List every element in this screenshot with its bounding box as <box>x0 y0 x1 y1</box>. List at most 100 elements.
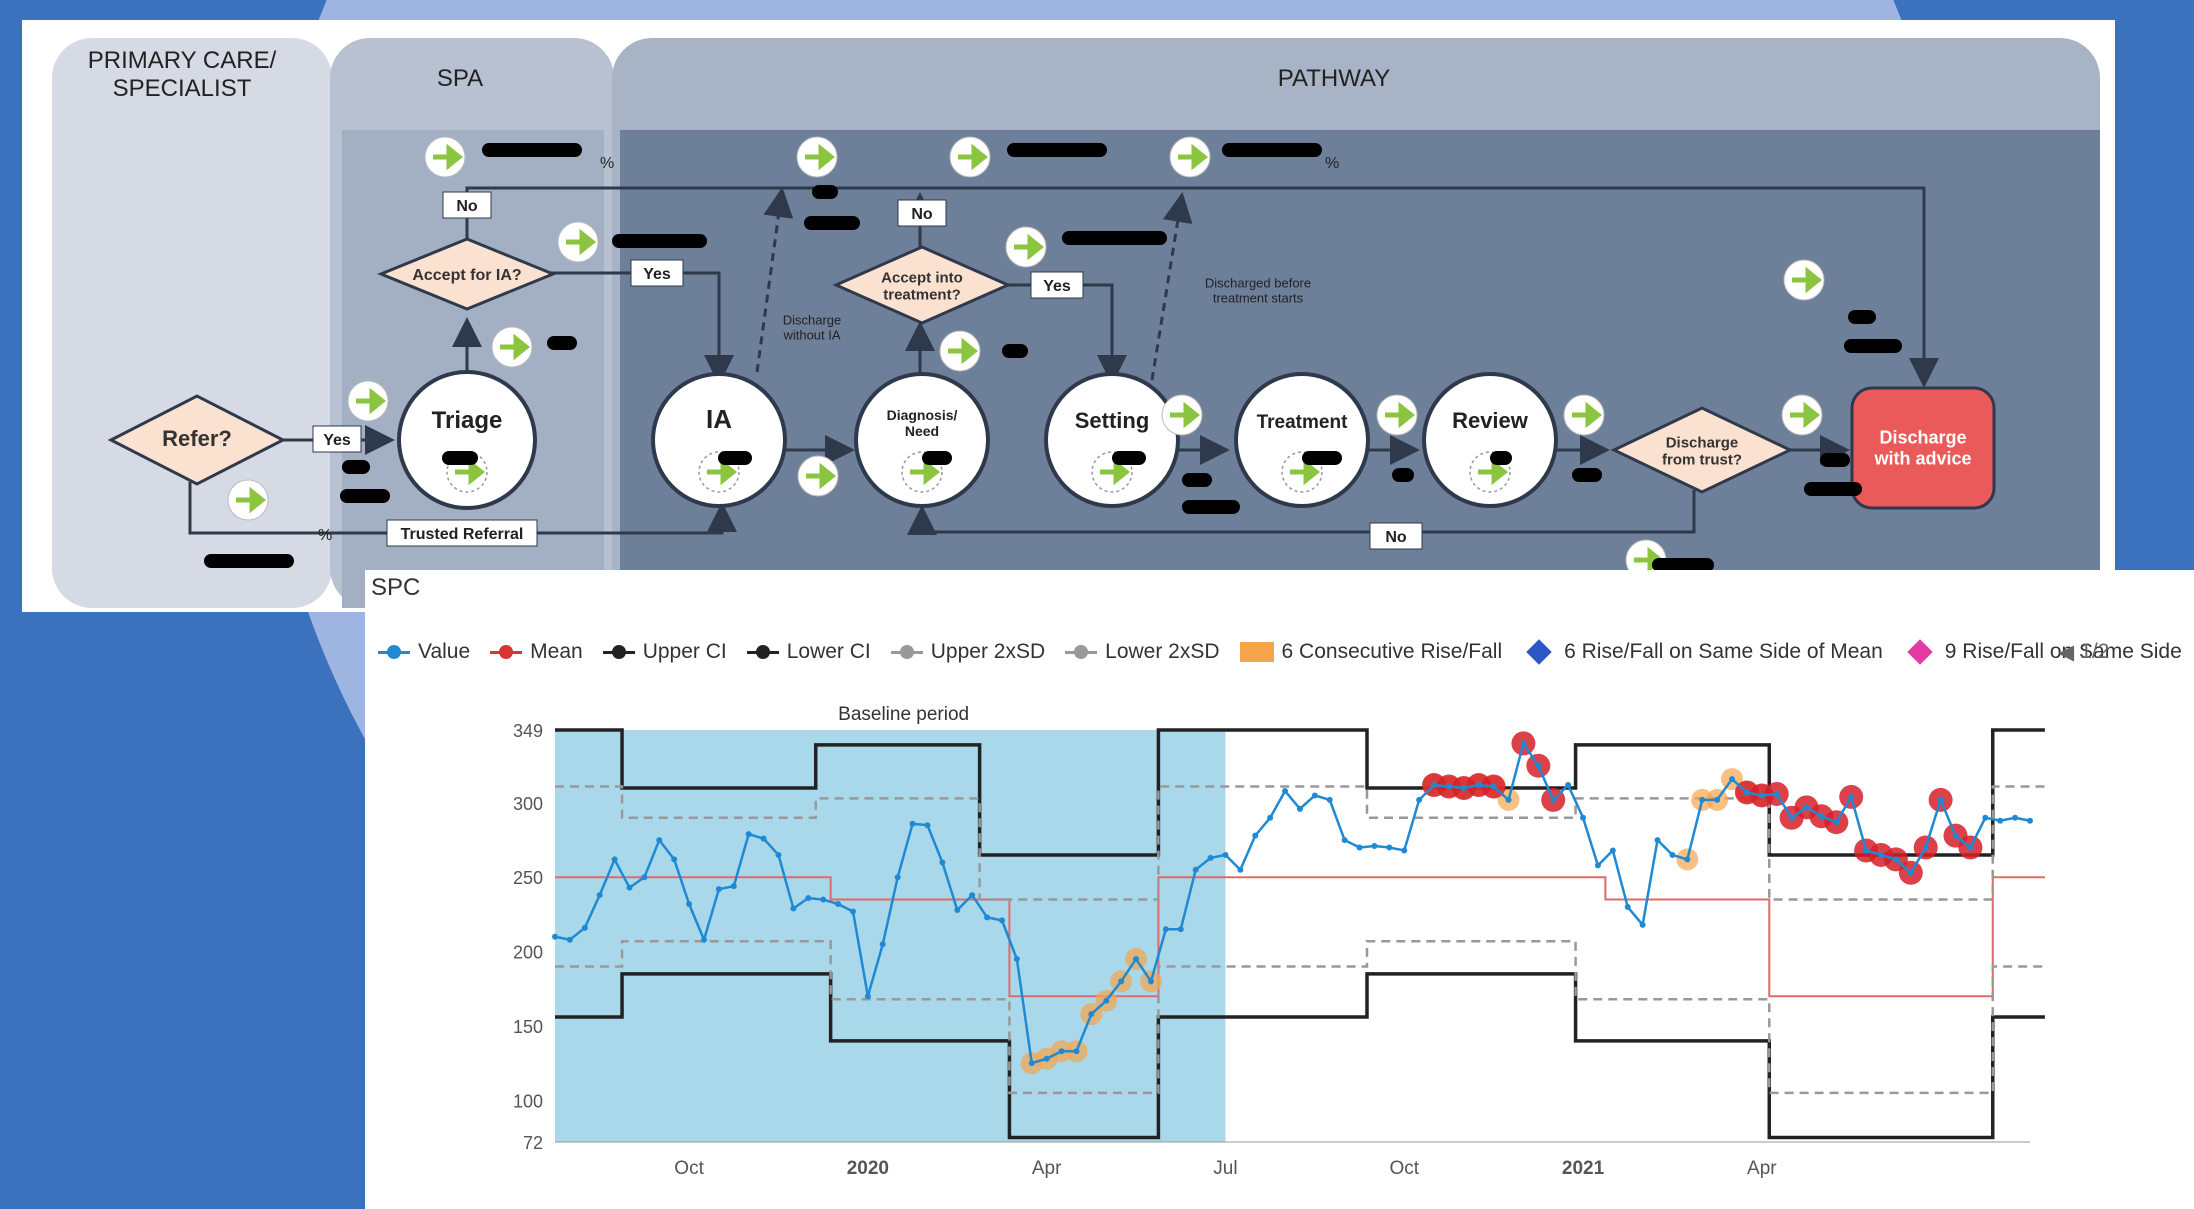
node-triage-arrow-icon <box>455 458 486 486</box>
arrow-right-icon <box>500 333 531 361</box>
redaction-24 <box>1112 451 1146 465</box>
redaction-1 <box>612 234 707 248</box>
value-point <box>1326 796 1333 803</box>
redaction-0 <box>482 143 582 157</box>
value-point <box>581 924 588 931</box>
value-point <box>1937 796 1944 803</box>
value-point <box>849 908 856 915</box>
value-point <box>1818 813 1825 820</box>
value-point <box>566 936 573 943</box>
label-yes-accept-treatment <box>1030 271 1084 299</box>
redaction-8 <box>1007 143 1107 157</box>
legend-item[interactable]: Mean <box>490 640 583 664</box>
value-point <box>1043 1055 1050 1062</box>
value-point <box>984 914 991 921</box>
node-setting <box>1044 372 1180 508</box>
value-point <box>1594 862 1601 869</box>
value-point <box>686 901 693 908</box>
value-point <box>1907 869 1914 876</box>
value-point <box>1773 790 1780 797</box>
arrow-right-icon <box>1792 266 1823 294</box>
legend-label: 6 Consecutive Rise/Fall <box>1281 640 1503 663</box>
arrow-right-icon <box>1178 143 1209 171</box>
value-point <box>1967 844 1974 851</box>
redaction-19 <box>1804 482 1862 496</box>
value-point <box>1177 926 1184 933</box>
redaction-17 <box>1844 339 1902 353</box>
lane-title-primary: PRIMARY CARE/SPECIALIST <box>88 47 277 102</box>
node-ia-arrow-icon <box>707 458 738 486</box>
y-tick-label: 349 <box>513 721 543 741</box>
legend-label: 6 Rise/Fall on Same Side of Mean <box>1564 640 1883 663</box>
x-tick-label: Oct <box>1389 1158 1419 1179</box>
lane-title-spa: SPA <box>437 65 483 92</box>
label-no-accept-treatment-text: No <box>911 206 933 223</box>
lane-primary-care <box>52 38 332 608</box>
value-point <box>1848 793 1855 800</box>
value-point <box>611 856 618 863</box>
node-diagnosis <box>854 372 990 508</box>
label-no-accept-ia-text: No <box>456 198 478 215</box>
label-no-accept-ia <box>442 191 492 219</box>
arrow-right-icon <box>236 486 267 514</box>
arrow-right-icon <box>356 387 387 415</box>
x-tick-label: Jul <box>1213 1158 1237 1179</box>
value-point <box>1892 856 1899 863</box>
legend-label: Lower 2xSD <box>1105 640 1220 663</box>
legend-item[interactable]: Lower 2xSD <box>1065 640 1220 664</box>
value-point <box>1341 837 1348 844</box>
value-point <box>1088 1011 1095 1018</box>
value-point <box>775 851 782 858</box>
arrow-right-icon <box>958 143 989 171</box>
node-review-arrow-icon <box>1478 458 1509 486</box>
value-point <box>969 892 976 899</box>
node-accept-ia-label: Accept for IA? <box>412 267 521 284</box>
legend-item[interactable]: 6 Rise/Fall on Same Side of Mean <box>1522 639 1883 665</box>
chevron-left-icon[interactable]: ◀ <box>2058 641 2075 664</box>
legend-swatch <box>746 644 779 660</box>
node-setting-label: Setting <box>1075 408 1150 433</box>
page-indicator: 1/2 <box>2080 640 2110 663</box>
value-point <box>1311 792 1318 799</box>
value-point <box>1445 783 1452 790</box>
y-tick-label: 72 <box>523 1133 543 1153</box>
value-point <box>1460 785 1467 792</box>
arrow-right-icon <box>805 143 836 171</box>
value-point <box>1535 762 1542 769</box>
value-point <box>1490 783 1497 790</box>
value-point <box>1267 814 1274 821</box>
value-point <box>1192 866 1199 873</box>
legend-item[interactable]: 6 Consecutive Rise/Fall <box>1239 640 1503 664</box>
percent-sign-2: % <box>318 527 332 544</box>
percent-sign-1: % <box>1325 155 1339 172</box>
value-point <box>700 936 707 943</box>
legend-pager[interactable]: ◀ 1/2 <box>2058 640 2109 665</box>
legend-item[interactable]: Lower CI <box>746 640 871 664</box>
value-point <box>1684 856 1691 863</box>
arrow-right-icon <box>1790 401 1821 429</box>
value-point <box>1133 956 1140 963</box>
redaction-22 <box>718 451 752 465</box>
series-mean <box>555 876 2045 998</box>
lane-title-pathway: PATHWAY <box>1278 65 1390 92</box>
redaction-16 <box>1848 310 1876 324</box>
redaction-12 <box>1182 473 1212 487</box>
legend-item[interactable]: Upper CI <box>602 640 727 664</box>
label-yes-accept-ia-text: Yes <box>643 266 671 283</box>
spc-title: SPC <box>371 574 421 601</box>
legend-swatch <box>378 644 410 660</box>
value-point <box>2012 814 2019 821</box>
value-point <box>1282 787 1289 794</box>
node-review <box>1422 372 1558 508</box>
value-point <box>1118 978 1125 985</box>
value-point <box>1609 847 1616 854</box>
legend-item[interactable]: 9 Rise/Fall on Same Side <box>1903 639 2182 665</box>
value-point <box>1803 804 1810 811</box>
legend-item[interactable]: Upper 2xSD <box>890 640 1045 664</box>
legend-item[interactable]: Value <box>378 640 470 664</box>
node-accept-ia <box>377 237 557 311</box>
value-point <box>1863 847 1870 854</box>
value-point <box>1147 978 1154 985</box>
arrow-right-icon <box>433 143 464 171</box>
